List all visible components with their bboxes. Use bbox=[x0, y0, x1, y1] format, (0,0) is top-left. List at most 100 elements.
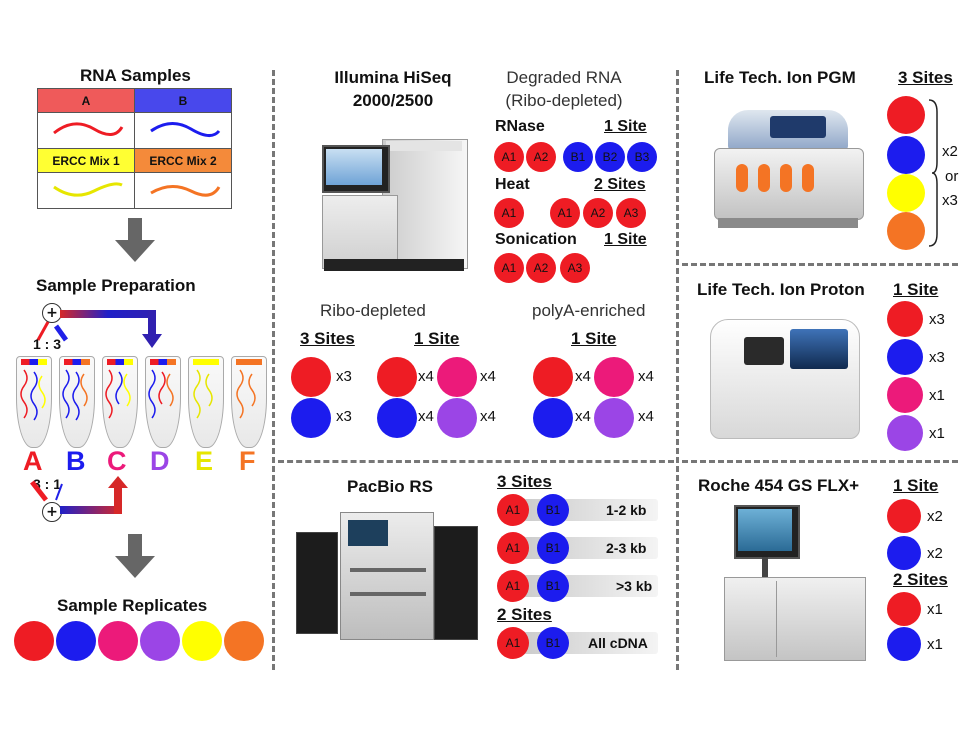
roche-2-red bbox=[887, 592, 921, 626]
sonication-a3: A3 bbox=[560, 253, 590, 283]
pb-row2-b1: B1 bbox=[537, 532, 569, 564]
tube-f bbox=[231, 356, 267, 448]
tube-d bbox=[145, 356, 181, 448]
ratio-1-3: 1 : 3 bbox=[33, 336, 62, 352]
replicate-pink bbox=[98, 621, 138, 661]
roche-instrument-image bbox=[720, 505, 866, 665]
proton-pink-mult: x1 bbox=[929, 387, 945, 404]
divider-right-bottom bbox=[682, 460, 958, 463]
rnase-label: RNase bbox=[495, 118, 545, 135]
ion-proton-title: Life Tech. Ion Proton bbox=[697, 280, 865, 299]
divider-middle bbox=[278, 460, 674, 463]
sample-preparation-title: Sample Preparation bbox=[36, 276, 196, 295]
red-rna-strand bbox=[37, 112, 135, 149]
heat-sites: 2 Sites bbox=[594, 176, 646, 193]
mix-arrow-top bbox=[60, 310, 162, 348]
sample-replicates-title: Sample Replicates bbox=[57, 596, 208, 615]
heat-a3: A3 bbox=[616, 198, 646, 228]
sonication-a1: A1 bbox=[494, 253, 524, 283]
ion-proton-instrument-image bbox=[708, 315, 862, 445]
heat-a1: A1 bbox=[550, 198, 580, 228]
plus-circle-bottom: + bbox=[42, 502, 62, 522]
ribo3-blue bbox=[291, 398, 331, 438]
tube-label-c: C bbox=[107, 446, 127, 476]
sonication-sites: 1 Site bbox=[604, 231, 647, 248]
bar-2-3kb-label: 2-3 kb bbox=[606, 540, 647, 556]
tube-label-f: F bbox=[239, 446, 256, 476]
ion-proton-sites: 1 Site bbox=[893, 280, 939, 299]
divider-left bbox=[272, 70, 275, 670]
pgm-or: or bbox=[945, 168, 959, 185]
pb-row1-b1: B1 bbox=[537, 494, 569, 526]
table-header-b: B bbox=[134, 88, 232, 113]
ribo1-red-mult: x4 bbox=[418, 368, 434, 385]
ribo1-pink-mult: x4 bbox=[480, 368, 496, 385]
table-header-a: A bbox=[37, 88, 135, 113]
replicate-blue bbox=[56, 621, 96, 661]
polya-red bbox=[533, 357, 573, 397]
ratio-3-1: 3 : 1 bbox=[33, 476, 62, 492]
ercc-mix-2: ERCC Mix 2 bbox=[134, 148, 232, 173]
pgm-red bbox=[887, 96, 925, 134]
pb-row2-a1: A1 bbox=[497, 532, 529, 564]
proton-red bbox=[887, 301, 923, 337]
polya-blue bbox=[533, 398, 573, 438]
ercc-mix-1: ERCC Mix 1 bbox=[37, 148, 135, 173]
ribo1-blue-mult: x4 bbox=[418, 408, 434, 425]
ribo1-blue bbox=[377, 398, 417, 438]
ribo1-purple-mult: x4 bbox=[480, 408, 496, 425]
roche-2-sites: 2 Sites bbox=[893, 570, 948, 589]
polya-purple bbox=[594, 398, 634, 438]
tube-rna-squiggles bbox=[20, 369, 256, 421]
pb-row4-b1: B1 bbox=[537, 627, 569, 659]
pgm-x2: x2 bbox=[942, 143, 958, 160]
roche-1-red-mult: x2 bbox=[927, 508, 943, 525]
replicate-red bbox=[14, 621, 54, 661]
pacbio-2-sites: 2 Sites bbox=[497, 605, 552, 624]
rna-samples-title: RNA Samples bbox=[80, 66, 191, 85]
bar-1-2kb-label: 1-2 kb bbox=[606, 502, 647, 518]
tube-a bbox=[16, 356, 52, 448]
ion-pgm-sites: 3 Sites bbox=[898, 68, 953, 87]
degraded-rna-label: Degraded RNA(Ribo-depleted) bbox=[505, 68, 623, 110]
tube-label-a: A bbox=[23, 446, 43, 476]
proton-pink bbox=[887, 377, 923, 413]
roche-2-blue-mult: x1 bbox=[927, 636, 943, 653]
pacbio-title: PacBio RS bbox=[347, 477, 433, 496]
replicate-purple bbox=[140, 621, 180, 661]
down-arrow-icon-2 bbox=[115, 534, 155, 578]
red-blue-input-arrows bbox=[36, 321, 69, 342]
replicate-yellow bbox=[182, 621, 222, 661]
ribo3-red bbox=[291, 357, 331, 397]
ion-pgm-title: Life Tech. Ion PGM bbox=[704, 68, 856, 87]
down-arrow-icon bbox=[115, 218, 155, 262]
pacbio-instrument-image bbox=[296, 508, 478, 643]
proton-blue-mult: x3 bbox=[929, 349, 945, 366]
proton-purple bbox=[887, 415, 923, 451]
roche-2-red-mult: x1 bbox=[927, 601, 943, 618]
rna-table: A B ERCC Mix 1 ERCC Mix 2 bbox=[37, 88, 232, 209]
sonication-label: Sonication bbox=[495, 231, 577, 248]
pb-row1-a1: A1 bbox=[497, 494, 529, 526]
tube-e bbox=[188, 356, 224, 448]
roche-1-red bbox=[887, 499, 921, 533]
ribo-3-sites: 3 Sites bbox=[300, 329, 355, 348]
roche-title: Roche 454 GS FLX+ bbox=[698, 476, 860, 495]
blue-rna-strand bbox=[134, 112, 232, 149]
polya-purple-mult: x4 bbox=[638, 408, 654, 425]
tube-label-b: B bbox=[66, 446, 86, 476]
heat-a2: A2 bbox=[583, 198, 613, 228]
bar-3kb-label: >3 kb bbox=[616, 578, 653, 594]
ribo-1-site: 1 Site bbox=[414, 329, 460, 348]
heat-a1-single: A1 bbox=[494, 198, 524, 228]
pgm-yellow bbox=[887, 174, 925, 212]
ribo3-red-mult: x3 bbox=[336, 368, 352, 385]
polya-enriched-label: polyA-enriched bbox=[532, 301, 646, 320]
pb-row3-b1: B1 bbox=[537, 570, 569, 602]
pgm-x3: x3 bbox=[942, 192, 958, 209]
pb-row3-a1: A1 bbox=[497, 570, 529, 602]
ribo1-red bbox=[377, 357, 417, 397]
polya-red-mult: x4 bbox=[575, 368, 591, 385]
pb-row4-a1: A1 bbox=[497, 627, 529, 659]
